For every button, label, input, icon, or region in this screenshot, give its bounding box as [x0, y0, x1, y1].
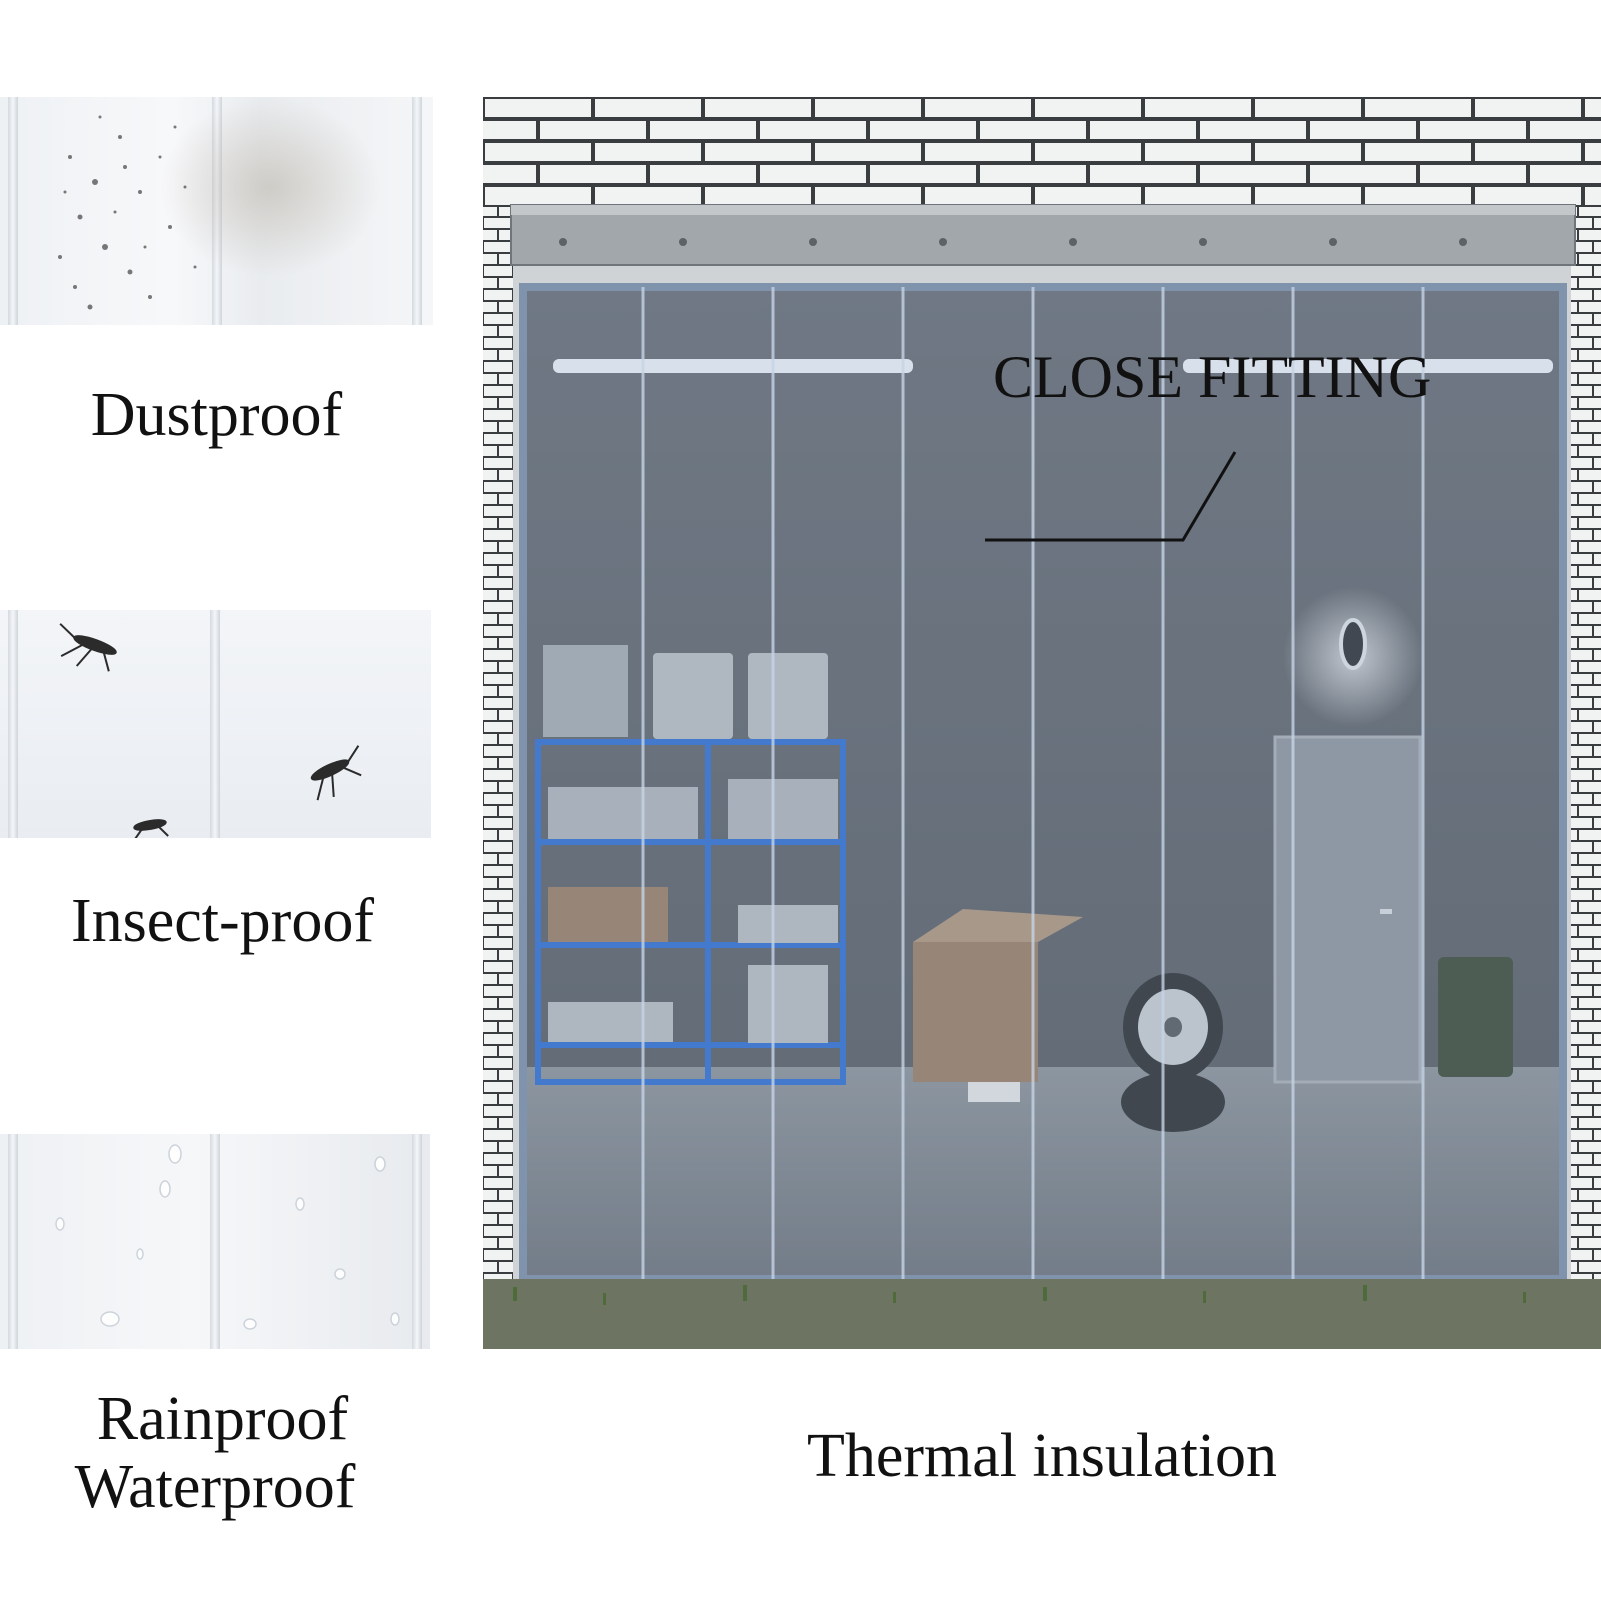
thermal-insulation-label: Thermal insulation: [806, 1422, 1278, 1490]
rainproof-thumbnail: [0, 1134, 430, 1349]
water-droplets-graphic: [55, 1144, 400, 1330]
curtain-strip-edge: [8, 97, 18, 325]
mosquito-graphic: [59, 623, 362, 838]
curtain-strip-edge: [8, 1134, 18, 1349]
garage-scene-graphic: [483, 97, 1601, 1349]
curtain-strip-edge: [210, 1134, 220, 1349]
curtain-strip-edge: [412, 97, 422, 325]
dustproof-label: Dustproof: [90, 381, 343, 449]
close-fitting-callout: CLOSE FITTING: [993, 344, 1432, 410]
dustproof-thumbnail: [0, 97, 433, 325]
curtain-strip-edge: [210, 610, 220, 838]
insect-proof-thumbnail: [0, 610, 431, 838]
insect-proof-label: Insect-proof: [71, 887, 374, 955]
curtain-strip-edge: [8, 610, 18, 838]
curtain-strip-edge: [412, 1134, 422, 1349]
rainproof-label: Rainproof: [96, 1385, 349, 1453]
garage-curtain-illustration: CLOSE FITTING: [483, 97, 1601, 1349]
dust-particles-graphic: [58, 97, 380, 310]
waterproof-label: Waterproof: [74, 1453, 356, 1521]
